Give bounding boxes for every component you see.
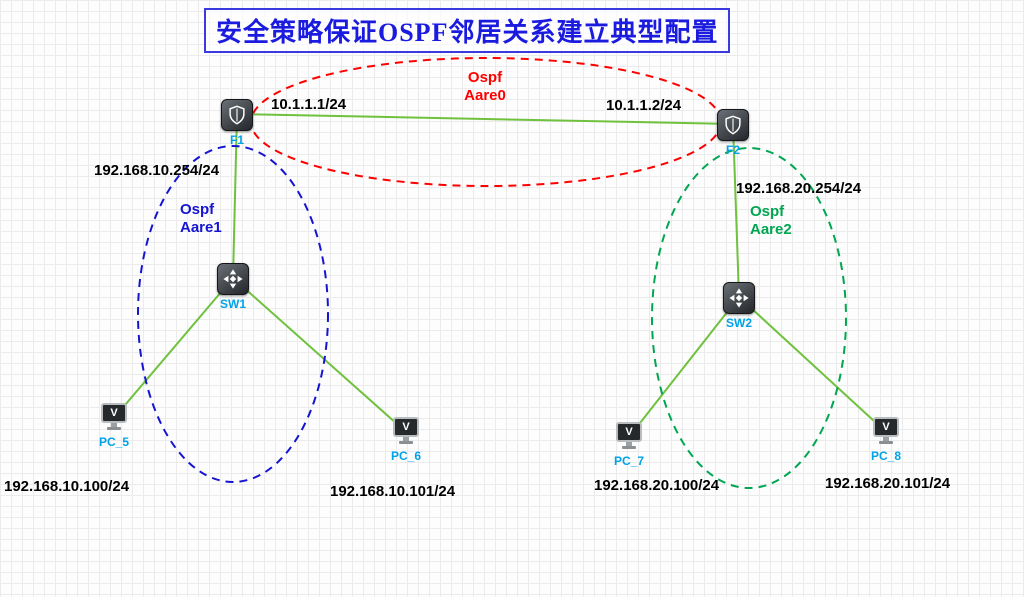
diagram-title: 安全策略保证OSPF邻居关系建立典型配置 xyxy=(204,8,731,53)
link-F1-SW1[interactable] xyxy=(232,113,238,279)
ospf-area2-ellipse xyxy=(651,147,847,489)
ip-label-6: 192.168.20.100/24 xyxy=(594,477,720,494)
ip-label-2: 192.168.10.254/24 xyxy=(94,162,220,179)
pc-icon: V xyxy=(614,422,644,452)
link-F1-F2[interactable] xyxy=(236,113,734,125)
ip-label-0: 10.1.1.1/24 xyxy=(271,96,347,113)
ip-label-4: 192.168.10.100/24 xyxy=(4,478,130,495)
device-label-F2: F2 xyxy=(725,143,740,157)
link-SW1-PC_5[interactable] xyxy=(113,277,234,419)
ospf-area1-ellipse xyxy=(137,145,329,483)
ip-label-1: 10.1.1.2/24 xyxy=(606,97,682,114)
device-PC_7[interactable]: V PC_7 xyxy=(614,422,644,468)
device-SW1[interactable]: SW1 xyxy=(217,263,249,311)
device-label-SW1: SW1 xyxy=(219,297,246,311)
device-label-PC_7: PC_7 xyxy=(613,454,645,468)
device-SW2[interactable]: SW2 xyxy=(723,282,755,330)
device-F1[interactable]: F1 xyxy=(221,99,253,147)
ip-label-3: 192.168.20.254/24 xyxy=(736,180,862,197)
link-SW1-PC_6[interactable] xyxy=(232,277,407,433)
pc-icon: V xyxy=(391,417,421,447)
device-label-SW2: SW2 xyxy=(725,316,752,330)
device-F2[interactable]: F2 xyxy=(717,109,749,157)
link-F2-SW2[interactable] xyxy=(732,123,740,298)
device-label-PC_6: PC_6 xyxy=(390,449,422,463)
link-SW2-PC_8[interactable] xyxy=(738,296,887,433)
firewall-icon xyxy=(221,99,253,131)
device-PC_6[interactable]: V PC_6 xyxy=(391,417,421,463)
device-label-PC_8: PC_8 xyxy=(870,449,902,463)
pc-icon: V xyxy=(99,403,129,433)
ip-label-7: 192.168.20.101/24 xyxy=(825,475,951,492)
device-label-F1: F1 xyxy=(229,133,244,147)
device-PC_5[interactable]: V PC_5 xyxy=(99,403,129,449)
ip-label-5: 192.168.10.101/24 xyxy=(330,483,456,500)
device-label-PC_5: PC_5 xyxy=(98,435,130,449)
pc-icon: V xyxy=(871,417,901,447)
link-SW2-PC_7[interactable] xyxy=(628,296,740,438)
device-PC_8[interactable]: V PC_8 xyxy=(871,417,901,463)
switch-icon xyxy=(723,282,755,314)
firewall-icon xyxy=(717,109,749,141)
switch-icon xyxy=(217,263,249,295)
